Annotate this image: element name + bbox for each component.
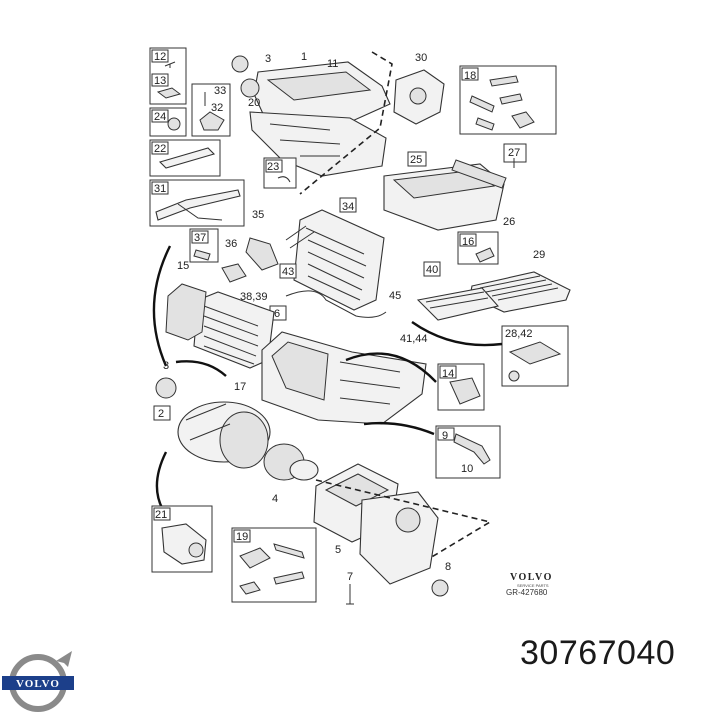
drawing-reference: GR-427680 — [506, 588, 548, 597]
callout-c15: 15 — [177, 260, 189, 272]
volvo-logo: VOLVO — [2, 651, 74, 712]
callout-c7: 7 — [347, 571, 353, 583]
detail-box-24 — [149, 107, 187, 137]
drawing-wordmark: VOLVO — [510, 572, 553, 583]
evaporator-6 — [193, 291, 287, 369]
heater-core-34 — [293, 197, 385, 311]
callout-c14: 14 — [442, 368, 454, 380]
seal-frame — [165, 283, 207, 341]
callout-c27: 27 — [508, 147, 520, 159]
detail-box-18 — [459, 65, 557, 135]
detail-box-9 — [435, 425, 501, 479]
drawing-brand-block: VOLVO SERVICE PARTS GR-427680 — [506, 572, 553, 597]
callout-c20: 20 — [248, 97, 260, 109]
callout-c24: 24 — [154, 111, 166, 123]
callout-c29: 29 — [533, 249, 545, 261]
fan-4 — [263, 443, 319, 481]
callout-c10: 10 — [461, 463, 473, 475]
detail-box-33-32 — [191, 83, 231, 137]
center-housing-17 — [261, 331, 427, 425]
callout-c25: 25 — [410, 154, 422, 166]
callout-c31: 31 — [154, 183, 166, 195]
callout-c18: 18 — [464, 70, 476, 82]
fan-housing-8 — [359, 491, 449, 597]
actuator-30 — [393, 69, 445, 125]
callout-labels: 12 13 24 22 31 37 3 33 32 20 1 11 30 18 … — [154, 51, 545, 583]
callout-c43: 43 — [282, 266, 294, 278]
callout-c5: 5 — [335, 544, 341, 556]
detail-box-22 — [149, 139, 221, 177]
upper-housing-11 — [231, 55, 391, 177]
detail-box-27 — [503, 143, 527, 168]
callout-c22: 22 — [154, 143, 166, 155]
callout-c30: 30 — [415, 52, 427, 64]
logo-band — [2, 676, 74, 690]
callout-c2: 2 — [158, 408, 164, 420]
callout-c35: 35 — [252, 209, 264, 221]
detail-box-28-42 — [501, 325, 569, 387]
filter-housing-25 — [383, 151, 507, 231]
screw-7 — [346, 584, 354, 605]
callout-c37: 37 — [194, 232, 206, 244]
logo-wordmark: VOLVO — [16, 678, 60, 690]
callout-c13: 13 — [154, 75, 166, 87]
callout-c12: 12 — [154, 51, 166, 63]
detail-box-37 — [189, 228, 219, 263]
detail-box-16 — [457, 231, 499, 265]
callout-c36: 36 — [225, 238, 237, 250]
bracket-36 — [221, 263, 247, 283]
detail-box-14 — [437, 363, 485, 411]
callout-c3839: 38,39 — [240, 291, 268, 303]
callout-c17: 17 — [234, 381, 246, 393]
callout-c32: 32 — [211, 102, 223, 114]
callout-c26: 26 — [503, 216, 515, 228]
callout-c34: 34 — [342, 201, 354, 213]
callout-c19: 19 — [236, 531, 248, 543]
detail-box-23 — [263, 157, 297, 189]
callout-c2842: 28,42 — [505, 328, 533, 340]
pipes-35 — [245, 225, 315, 271]
detail-box-21 — [151, 505, 213, 573]
callout-c4: 4 — [272, 493, 278, 505]
callout-c33: 33 — [214, 85, 226, 97]
callout-c40: 40 — [426, 264, 438, 276]
callout-c1: 1 — [301, 51, 307, 63]
detail-box-31 — [149, 179, 245, 227]
callout-c21: 21 — [155, 509, 167, 521]
part-number: 30767040 — [520, 634, 676, 672]
box-43 — [279, 263, 387, 318]
callout-c4144: 41,44 — [400, 333, 428, 345]
callout-c16: 16 — [462, 236, 474, 248]
callout-c45: 45 — [389, 290, 401, 302]
blower-housing-2 — [153, 401, 271, 469]
drawing-subtext: SERVICE PARTS — [517, 583, 549, 588]
callout-c11: 11 — [327, 58, 338, 70]
heater-core-40 — [416, 261, 500, 321]
callout-c3b: 3 — [163, 360, 169, 372]
callout-c9: 9 — [442, 430, 448, 442]
detail-box-19 — [231, 527, 317, 603]
motor-3 — [155, 377, 177, 399]
detail-box-12-13 — [149, 47, 187, 105]
logo-arrow — [56, 651, 72, 667]
callout-c6: 6 — [274, 308, 280, 320]
callout-c8: 8 — [445, 561, 451, 573]
callout-c23: 23 — [267, 161, 279, 173]
callout-c3a: 3 — [265, 53, 271, 65]
